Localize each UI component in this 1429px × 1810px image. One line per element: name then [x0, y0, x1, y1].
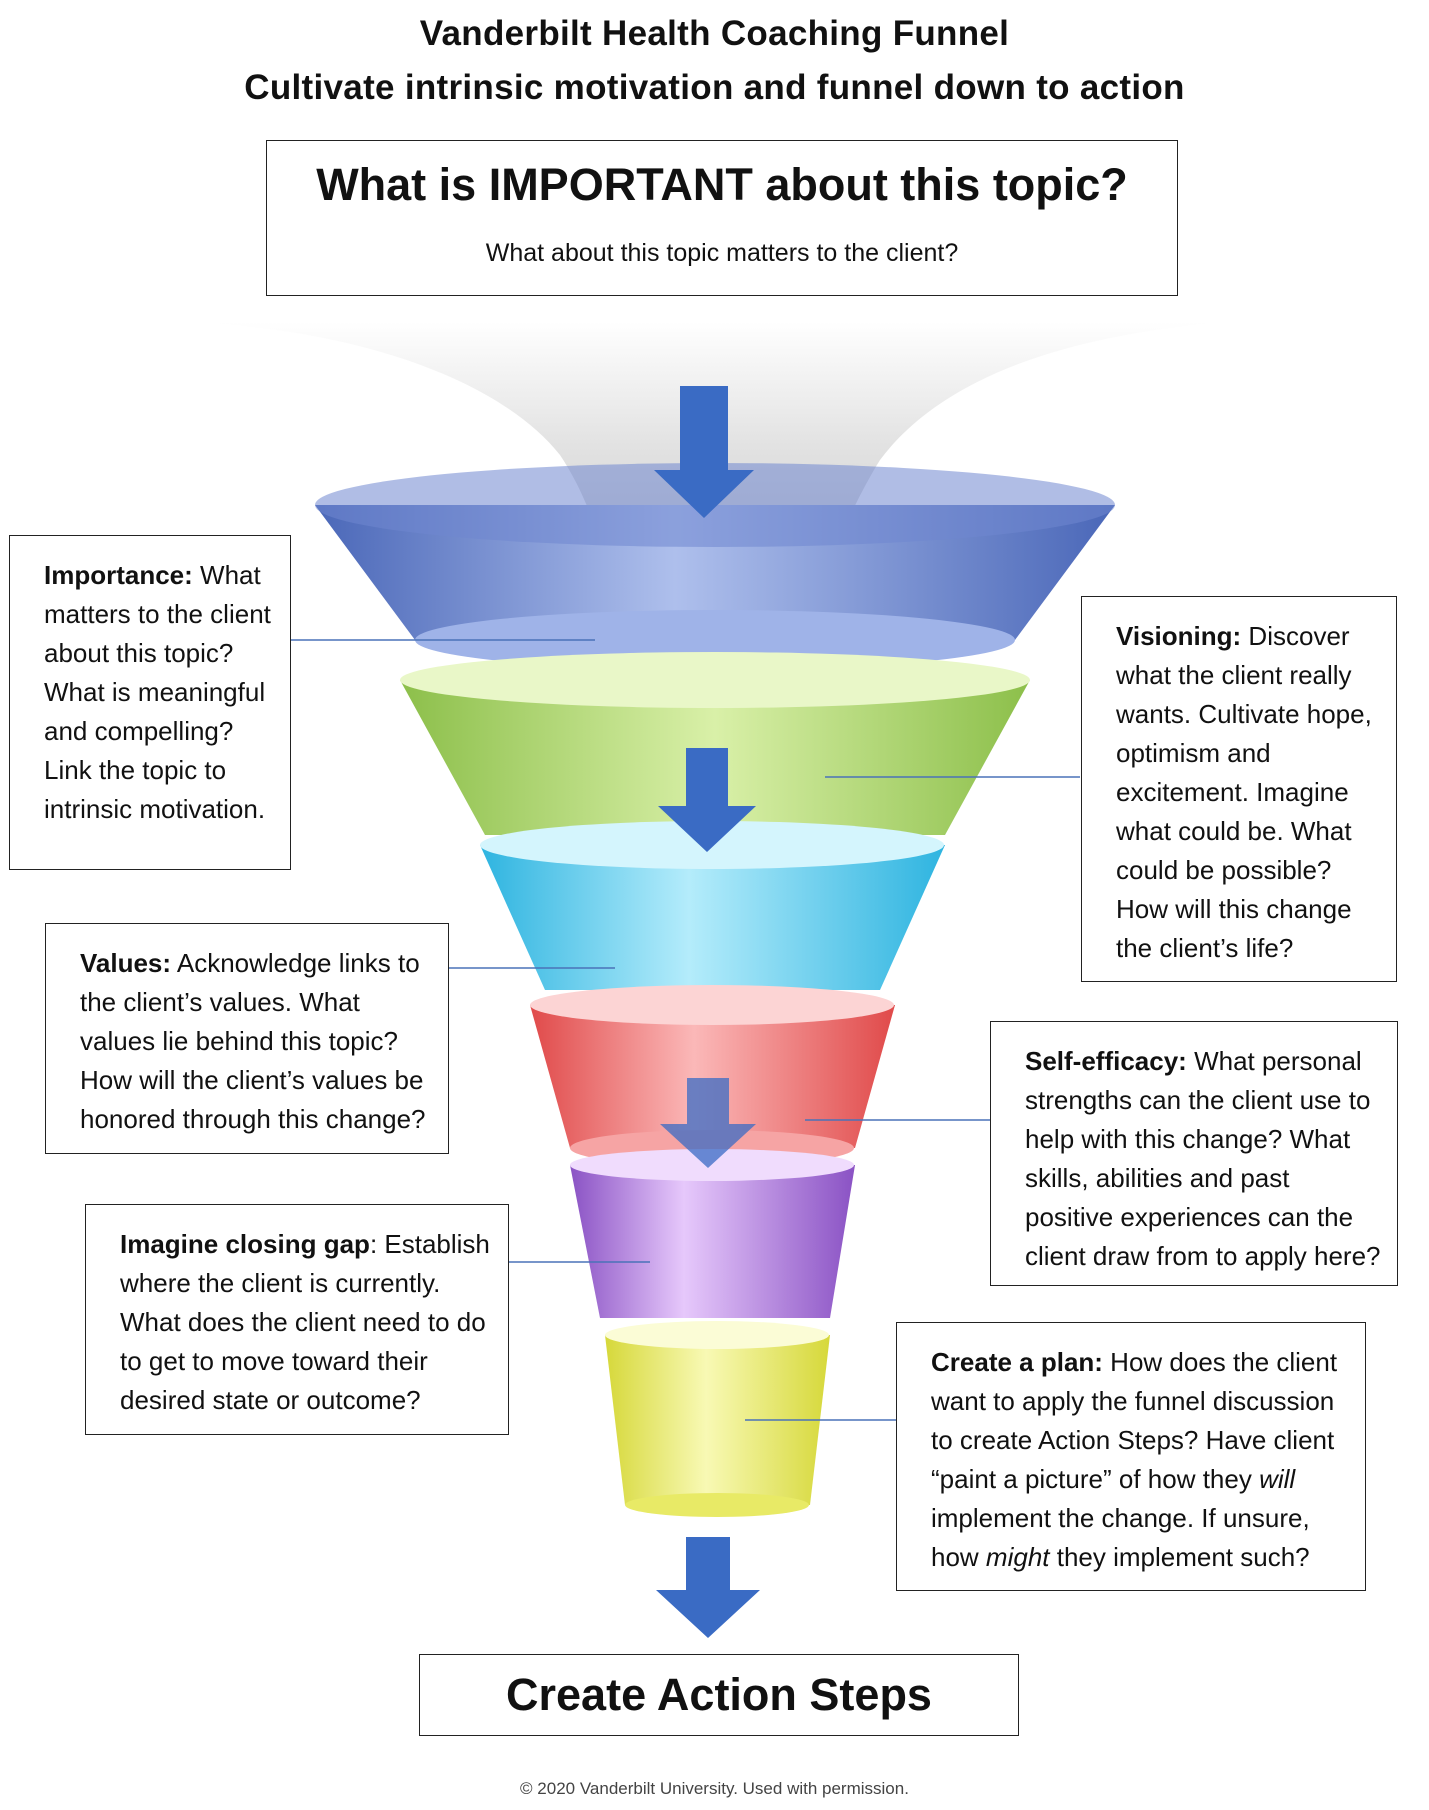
funnel-segment-visioning	[400, 652, 1030, 835]
note-importance-label: Importance:	[44, 560, 193, 590]
create-action-steps-label: Create Action Steps	[506, 1669, 932, 1720]
note-self-efficacy-text: What personal strengths can the client u…	[1025, 1046, 1381, 1271]
down-arrow-icon	[656, 1537, 760, 1638]
note-plan-em-1: will	[1259, 1464, 1296, 1494]
diagram-subtitle: Cultivate intrinsic motivation and funne…	[244, 68, 1185, 107]
note-closing-gap-text: : Establish where the client is currentl…	[120, 1229, 490, 1415]
top-question: What is IMPORTANT about this topic?	[316, 159, 1128, 210]
note-self-efficacy-label: Self-efficacy:	[1025, 1046, 1187, 1076]
note-self-efficacy: Self-efficacy: What personal strengths c…	[990, 1021, 1398, 1286]
diagram-title: Vanderbilt Health Coaching Funnel	[419, 14, 1010, 53]
funnel-segment-plan	[605, 1321, 830, 1517]
copyright-footer: © 2020 Vanderbilt University. Used with …	[520, 1779, 909, 1798]
note-importance-text: What matters to the client about this to…	[44, 560, 271, 824]
note-visioning-label: Visioning:	[1116, 621, 1242, 651]
funnel-segment-closing-gap	[570, 1149, 855, 1318]
connector-lines	[290, 639, 1080, 1421]
note-visioning: Visioning: Discover what the client real…	[1081, 596, 1397, 982]
down-arrow-icon	[654, 386, 754, 518]
note-values-label: Values:	[80, 948, 172, 978]
note-create-plan: Create a plan: How does the client want …	[896, 1322, 1366, 1591]
note-visioning-text: Discover what the client really wants. C…	[1116, 621, 1372, 963]
note-closing-gap-label: Imagine closing gap	[120, 1229, 370, 1259]
note-plan-text-1: How does the client want to apply the fu…	[931, 1347, 1338, 1494]
note-plan-em-2: might	[985, 1542, 1050, 1572]
create-action-steps-box: Create Action Steps	[419, 1654, 1019, 1736]
down-arrow-icon	[660, 1078, 756, 1168]
note-plan-text-3: they implement such?	[1049, 1542, 1310, 1572]
note-importance: Importance: What matters to the client a…	[9, 535, 291, 870]
top-subquestion: What about this topic matters to the cli…	[485, 239, 959, 267]
top-question-box: What is IMPORTANT about this topic? What…	[266, 140, 1178, 296]
note-plan-label: Create a plan:	[931, 1347, 1103, 1377]
note-plan-text-2: implement the change. If unsure, how	[931, 1503, 1310, 1572]
note-values: Values: Acknowledge links to the client’…	[45, 923, 449, 1154]
down-arrow-icon	[658, 748, 756, 852]
note-closing-gap: Imagine closing gap: Establish where the…	[85, 1204, 509, 1435]
note-values-text: Acknowledge links to the client’s values…	[80, 948, 426, 1134]
